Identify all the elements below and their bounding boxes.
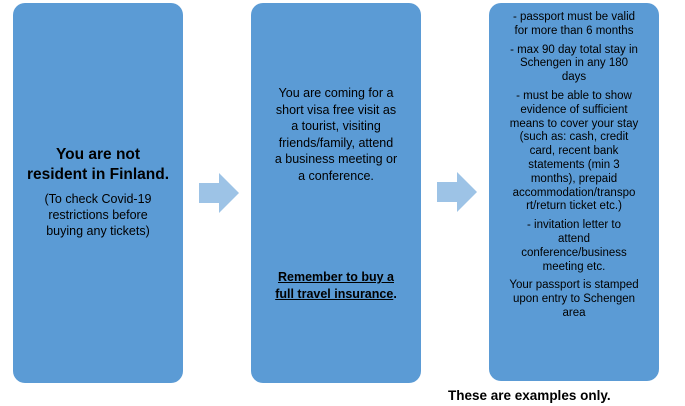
heading-line: You are not <box>55 146 141 163</box>
note-line: buying any tickets) <box>46 224 150 238</box>
reminder-line: Remember to buy a <box>277 270 394 284</box>
requirement-line: - passport must be valid <box>512 11 636 23</box>
visit-purpose-box: You are coming for a short visa free vis… <box>251 3 421 383</box>
requirement-line: conference/business <box>521 246 627 259</box>
requirement-line: meeting etc. <box>542 260 606 273</box>
requirement-line: rt/return ticket etc.) <box>526 200 622 213</box>
note-line: (To check Covid-19 <box>44 192 152 206</box>
requirement-line: Schengen in any 180 <box>519 57 629 70</box>
reminder-line: full travel insurance <box>275 286 394 301</box>
not-resident-heading: You are not resident in Finland. <box>13 145 183 185</box>
requirement-line: accommodation/transpo <box>512 186 636 199</box>
not-resident-box: You are not resident in Finland. (To che… <box>13 3 183 383</box>
text-line: a tourist, visiting <box>291 119 381 133</box>
requirement-line: statements (min 3 <box>528 158 620 171</box>
text-line: short visa free visit as <box>275 102 397 117</box>
visit-purpose-text: You are coming for a short visa free vis… <box>259 85 413 184</box>
requirement-line: card, recent bank <box>529 145 619 158</box>
examples-disclaimer: These are examples only. <box>448 388 611 403</box>
requirement-line: means to cover your stay <box>509 117 639 130</box>
requirement-line: for more than 6 months <box>514 24 634 37</box>
requirement-line: months), prepaid <box>530 172 618 185</box>
requirement-line: (such as: cash, credit <box>519 131 629 144</box>
right-arrow-icon <box>437 172 477 212</box>
text-line: a business meeting or <box>274 152 398 166</box>
requirement-line: - must be able to show <box>516 89 632 102</box>
note-line: restrictions before <box>48 208 148 222</box>
requirement-line: Your passport is stamped <box>509 279 639 292</box>
text-line: a conference. <box>298 168 374 183</box>
requirement-line: days <box>561 71 587 84</box>
reminder-period: . <box>393 286 397 301</box>
right-arrow-icon <box>199 173 239 213</box>
requirement-line: upon entry to Schengen <box>512 293 636 306</box>
requirement-line: attend <box>558 232 590 245</box>
requirement-line: area <box>562 306 586 319</box>
requirement-line: - max 90 day total stay in <box>510 43 638 56</box>
text-line: friends/family, attend <box>278 135 394 150</box>
covid-note: (To check Covid-19 restrictions before b… <box>17 191 179 239</box>
heading-line: resident in Finland. <box>26 166 170 183</box>
requirement-line: - invitation letter to <box>527 219 621 232</box>
insurance-reminder: Remember to buy a full travel insurance. <box>255 269 417 302</box>
requirement-line: evidence of sufficient <box>520 103 628 116</box>
text-line: You are coming for a <box>278 86 394 100</box>
